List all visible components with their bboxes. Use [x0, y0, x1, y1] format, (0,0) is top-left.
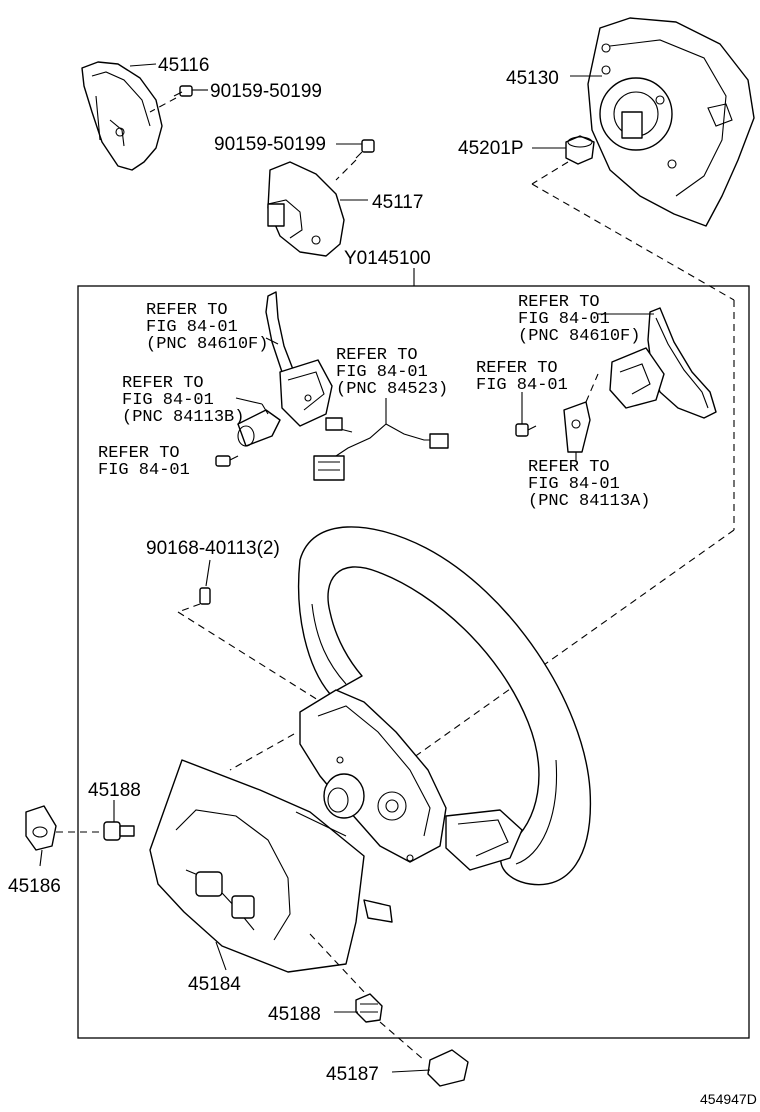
part-45201P-nut[interactable] [565, 135, 595, 165]
label-45186: 45186 [8, 876, 61, 897]
note-paddle-left: REFER TO FIG 84-01 (PNC 84610F) [146, 301, 268, 354]
note-screw-left: REFER TO FIG 84-01 [98, 444, 190, 480]
label-45117: 45117 [372, 192, 423, 213]
label-45188-lower: 45188 [268, 1004, 321, 1025]
paddle-switch-right[interactable] [609, 307, 717, 419]
label-Y0145100: Y0145100 [344, 248, 431, 269]
label-90159-lower: 90159-50199 [214, 134, 326, 155]
screw-right[interactable] [515, 423, 537, 437]
part-45130-airbag[interactable] [587, 17, 755, 227]
part-45184-lower-cover[interactable] [149, 759, 393, 973]
screw-left[interactable] [215, 455, 239, 467]
part-45116-cover[interactable] [81, 61, 163, 171]
bracket-right[interactable] [563, 401, 591, 453]
paddle-switch-left[interactable] [265, 291, 333, 427]
steering-wheel[interactable] [297, 526, 592, 886]
label-45187: 45187 [326, 1064, 379, 1085]
part-45188-screw-lower[interactable] [355, 993, 383, 1023]
bracket-left[interactable] [237, 409, 281, 447]
part-45117-cover[interactable] [267, 161, 345, 257]
note-paddle-right: REFER TO FIG 84-01 (PNC 84610F) [518, 293, 640, 346]
part-90159-screw-upper[interactable] [173, 85, 193, 97]
part-90168-bolt[interactable] [199, 587, 211, 605]
label-45130: 45130 [506, 68, 559, 89]
label-45184: 45184 [188, 974, 241, 995]
part-90159-screw-lower[interactable] [355, 139, 375, 159]
label-90168: 90168-40113(2) [146, 538, 280, 559]
note-harness: REFER TO FIG 84-01 (PNC 84523) [336, 346, 448, 399]
part-45187-cap[interactable] [427, 1049, 469, 1087]
label-45201P: 45201P [458, 138, 524, 159]
part-45188-screw-upper[interactable] [103, 821, 135, 841]
diagram-id: 454947D [700, 1091, 757, 1107]
note-screw-right: REFER TO FIG 84-01 [476, 359, 568, 395]
part-45186-cap[interactable] [25, 805, 57, 851]
label-90159-upper: 90159-50199 [210, 81, 322, 102]
label-45188-upper: 45188 [88, 780, 141, 801]
label-45116: 45116 [158, 55, 209, 76]
wire-harness[interactable] [313, 398, 449, 481]
note-bracket-right: REFER TO FIG 84-01 (PNC 84113A) [528, 458, 650, 511]
note-bracket-left: REFER TO FIG 84-01 (PNC 84113B) [122, 374, 244, 427]
